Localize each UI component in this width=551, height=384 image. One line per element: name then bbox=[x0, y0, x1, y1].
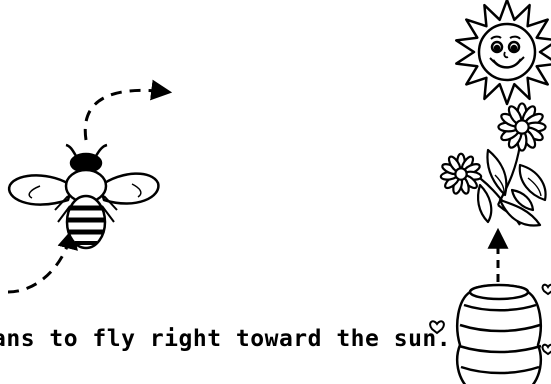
heart-icon bbox=[543, 345, 551, 354]
sun-icon bbox=[456, 0, 551, 104]
heart-icon bbox=[543, 285, 551, 294]
caption-text: ans to fly right toward the sun. bbox=[0, 326, 451, 352]
bee-icon bbox=[9, 145, 158, 248]
beehive-icon bbox=[457, 285, 541, 384]
flight-arrow-in bbox=[8, 232, 72, 292]
flowers-icon bbox=[440, 103, 545, 225]
flower-center bbox=[515, 120, 528, 133]
flight-arrow-up bbox=[85, 90, 168, 140]
flower-center bbox=[455, 168, 466, 179]
